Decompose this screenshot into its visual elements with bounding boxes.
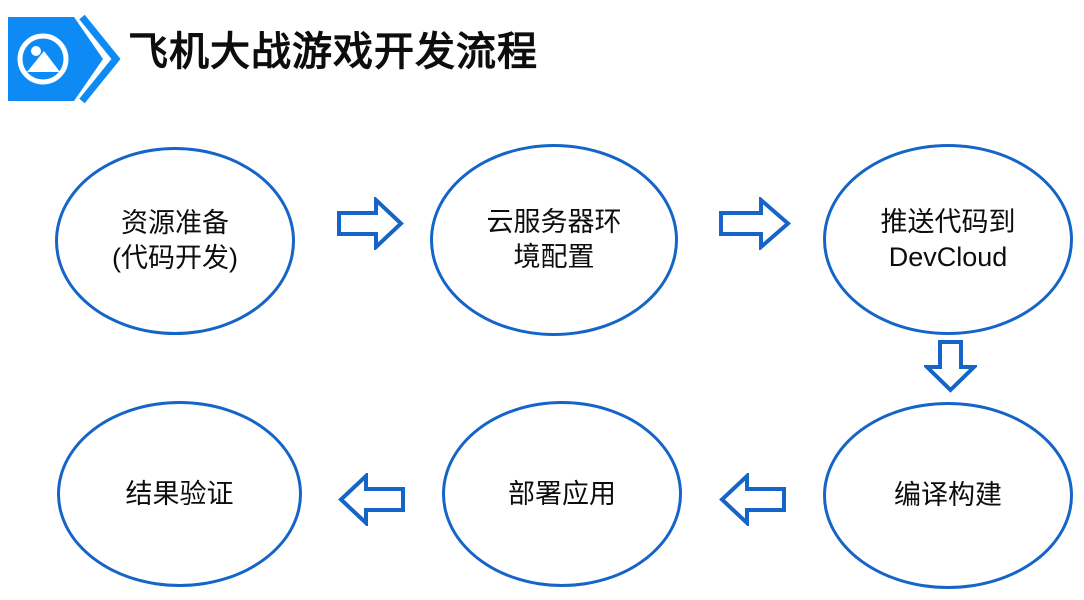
flow-node-deploy-app: 部署应用 [442,401,682,587]
node-label-line: 推送代码到 [880,206,1016,237]
arrow-right-icon [719,197,791,250]
page-title: 飞机大战游戏开发流程 [128,30,538,74]
node-label-line: 云服务器环 [486,207,622,237]
node-label-line: 编译构建 [894,480,1002,510]
header-badge [8,14,120,104]
arrow-left-icon [719,473,786,526]
flow-node-compile-build: 编译构建 [823,402,1073,589]
arrow-right-icon [337,197,404,250]
flow-node-resource-prep: 资源准备 (代码开发) [55,147,295,335]
image-icon [17,33,69,85]
node-label-line: (代码开发) [112,243,238,273]
node-label-line: 境配置 [513,242,595,272]
flow-node-result-verify: 结果验证 [57,401,302,587]
flow-node-push-code-devcloud: 推送代码到 DevCloud [823,144,1073,335]
node-label-line: 部署应用 [508,478,616,509]
chevron-right-icon [79,14,120,104]
flow-node-cloud-server-config: 云服务器环 境配置 [430,144,678,336]
arrow-down-icon [924,340,977,393]
node-label-line: 资源准备 [121,208,229,238]
node-label-line: DevCloud [888,241,1008,272]
node-label-line: 结果验证 [125,478,234,509]
arrow-left-icon [338,473,405,526]
